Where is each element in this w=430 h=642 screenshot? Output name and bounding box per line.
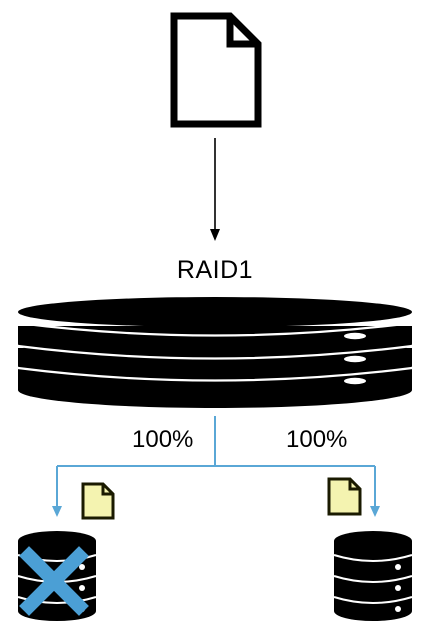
right-arrowhead [370,506,380,517]
document-copy-icon-right [327,477,362,516]
document-copy-icon-left [81,482,115,520]
write-arrow [210,138,220,241]
mirror-connectors [52,416,380,517]
right-percent-label: 100% [286,426,348,453]
raid-label: RAID1 [176,256,254,284]
database-icon-right [333,531,413,621]
raid-array-icon [17,297,413,408]
database-icon-left [17,531,97,621]
left-percent-label: 100% [132,426,194,453]
document-icon [170,12,262,128]
left-arrowhead [52,506,62,517]
x-mark-icon [19,546,89,616]
